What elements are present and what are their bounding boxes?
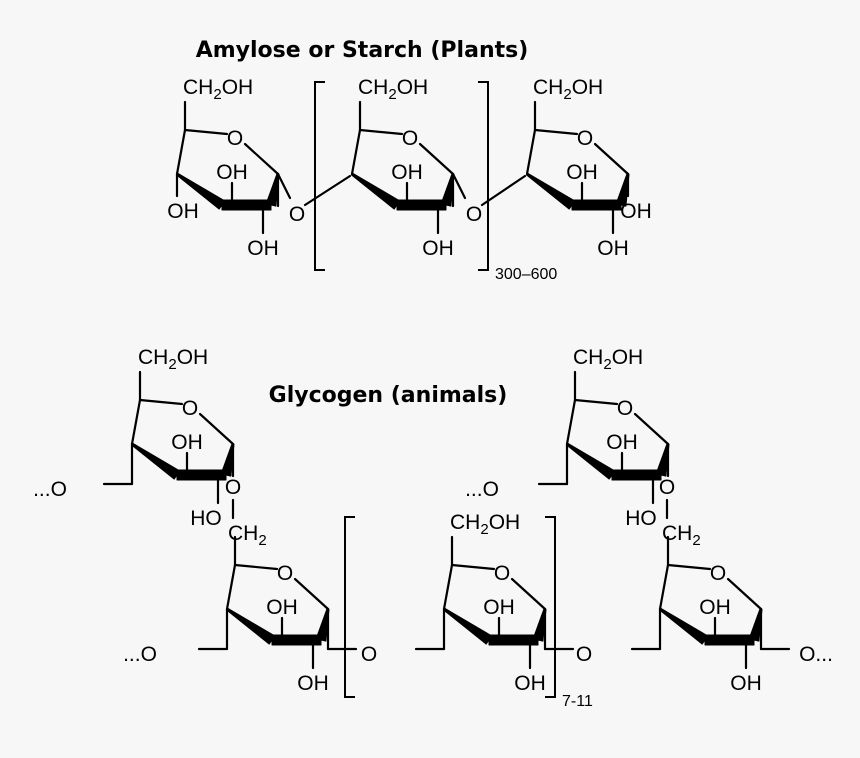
ring-bond-c4-c5 — [442, 563, 454, 611]
c3-oh-label: OH — [699, 596, 731, 619]
ch2oh-label: CH2OH — [358, 76, 428, 103]
chain-continuation-label: ...O — [465, 478, 499, 501]
c3-oh-label: OH — [266, 596, 298, 619]
c1-oh-label: OH — [620, 200, 652, 223]
glycosidic-bond — [303, 174, 352, 207]
ring-bond-o-c1 — [593, 142, 630, 176]
ch2oh-label: CH2OH — [450, 511, 520, 538]
repeat-bracket — [344, 516, 556, 698]
chain-continuation-label: O... — [799, 643, 833, 666]
glycosidic-bond — [276, 172, 292, 200]
ch2oh-label: CH2OH — [138, 346, 208, 373]
ring-bond-c4-c5 — [225, 563, 237, 611]
c4-oh-label: OH — [167, 200, 199, 223]
ring-bond-c5-o — [183, 128, 229, 136]
c2-oh-label: OH — [422, 237, 454, 260]
bonds-layer — [102, 81, 791, 698]
c2-oh-label: OH — [597, 237, 629, 260]
ch2oh-label: CH2OH — [183, 76, 253, 103]
ring-bond-c4-c5 — [130, 398, 142, 446]
chain-continuation-label: ...O — [33, 478, 67, 501]
amylose-title: Amylose or Starch (Plants) — [196, 38, 529, 63]
ring-bond-c5-o — [358, 128, 404, 136]
ring-bond-c5-o — [138, 398, 184, 406]
c2-oh-label: OH — [514, 672, 546, 695]
ring-oxygen-label: O — [577, 127, 593, 150]
repeat-count-label: 7-11 — [562, 693, 593, 710]
c2-oh-label: OH — [730, 672, 762, 695]
ring-bond-c5-o — [233, 563, 279, 571]
chain-continuation-label: ...O — [123, 643, 157, 666]
c2-oh-label: OH — [297, 672, 329, 695]
branch-oxygen-label: O — [659, 476, 675, 499]
c2-ho-label: HO — [190, 507, 222, 530]
ring-bond-c5-o — [573, 398, 619, 406]
c3-oh-label: OH — [171, 431, 203, 454]
ring-oxygen-label: O — [710, 562, 726, 585]
ring-bond-o-c1 — [293, 577, 330, 611]
ring-bond-c5-o — [533, 128, 579, 136]
ring-oxygen-label: O — [617, 397, 633, 420]
ch2oh-label: CH2OH — [573, 346, 643, 373]
repeat-bracket — [314, 81, 489, 271]
ring-oxygen-label: O — [494, 562, 510, 585]
ring-bond-o-c1 — [726, 577, 763, 611]
ring-oxygen-label: O — [277, 562, 293, 585]
bridge-oxygen-label: O — [361, 643, 377, 666]
ch2oh-label: CH2OH — [533, 76, 603, 103]
ring-bond-o-c1 — [198, 412, 235, 446]
repeat-count-label: 300–600 — [495, 266, 557, 283]
ring-bond-o-c1 — [418, 142, 455, 176]
ring-oxygen-label: O — [182, 397, 198, 420]
ring-bond-o-c1 — [243, 142, 280, 176]
ring-oxygen-label: O — [227, 127, 243, 150]
bridge-oxygen-label: O — [466, 203, 482, 226]
c3-oh-label: OH — [566, 161, 598, 184]
branch-oxygen-label: O — [225, 476, 241, 499]
ring-bond-c4-c5 — [658, 563, 670, 611]
c3-oh-label: OH — [606, 431, 638, 454]
ring-bond-c4-c5 — [350, 128, 362, 176]
ring-oxygen-label: O — [402, 127, 418, 150]
c3-oh-label: OH — [391, 161, 423, 184]
ring-bond-c4-c5 — [525, 128, 537, 176]
ring-bond-c5-o — [450, 563, 496, 571]
c3-oh-label: OH — [216, 161, 248, 184]
c2-oh-label: OH — [247, 237, 279, 260]
ch2-label: CH2 — [228, 522, 267, 549]
glycogen-title: Glycogen (animals) — [269, 383, 508, 408]
glycosidic-bond — [451, 172, 467, 200]
glycosidic-bond — [480, 174, 527, 207]
bridge-oxygen-label: O — [289, 203, 305, 226]
ring-bond-c4-c5 — [565, 398, 577, 446]
c2-ho-label: HO — [625, 507, 657, 530]
ring-bond-o-c1 — [633, 412, 670, 446]
ring-bond-c4-c5 — [175, 128, 187, 176]
ring-bond-c5-o — [666, 563, 712, 571]
c3-oh-label: OH — [483, 596, 515, 619]
bridge-oxygen-label: O — [576, 643, 592, 666]
ch2-label: CH2 — [662, 522, 701, 549]
ring-bond-o-c1 — [510, 577, 547, 611]
